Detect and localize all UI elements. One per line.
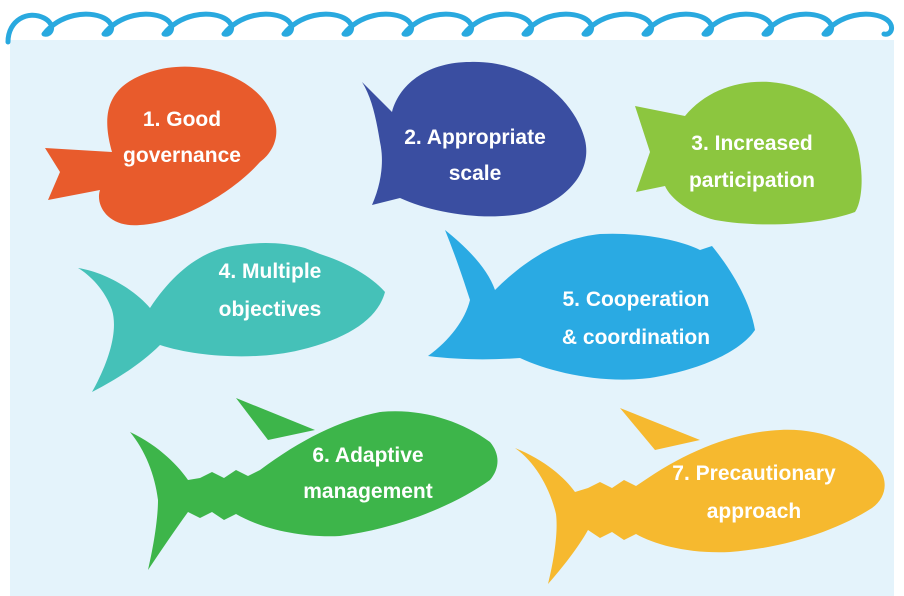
fish-body bbox=[515, 429, 885, 584]
fish-5-label-line-2: & coordination bbox=[562, 326, 710, 349]
wave-line bbox=[5, 11, 894, 45]
fish-5-cooperation-coordination: 5. Cooperation & coordination bbox=[428, 230, 755, 380]
fish-7-label-line-2: approach bbox=[707, 500, 802, 523]
fish-body bbox=[45, 66, 277, 226]
fish-6-label-line-2: management bbox=[303, 480, 433, 503]
dorsal-fin bbox=[236, 398, 315, 440]
fish-body bbox=[78, 243, 385, 392]
fish-body bbox=[635, 81, 862, 225]
fish-7-precautionary-approach: 7. Precautionary approach bbox=[515, 408, 885, 584]
fish-1-good-governance: 1. Good governance bbox=[45, 66, 277, 226]
fish-2-label-line-2: scale bbox=[449, 162, 502, 185]
fish-4-multiple-objectives: 4. Multiple objectives bbox=[78, 243, 385, 392]
fish-4-label-line-1: 4. Multiple bbox=[219, 260, 322, 283]
fish-3-label-line-2: participation bbox=[689, 169, 815, 192]
fish-1-label-line-1: 1. Good bbox=[143, 108, 221, 131]
fish-3-label-line-1: 3. Increased bbox=[691, 132, 812, 155]
fish-body bbox=[130, 411, 498, 570]
fish-6-adaptive-management: 6. Adaptive management bbox=[130, 398, 498, 570]
fish-3-increased-participation: 3. Increased participation bbox=[635, 81, 862, 225]
fish-6-label-line-1: 6. Adaptive bbox=[312, 444, 423, 467]
fish-7-label-line-1: 7. Precautionary bbox=[672, 462, 836, 485]
wave-border bbox=[5, 11, 894, 45]
fish-5-label-line-1: 5. Cooperation bbox=[562, 288, 709, 311]
fish-2-label-line-1: 2. Appropriate bbox=[404, 126, 546, 149]
dorsal-fin bbox=[620, 408, 700, 450]
fish-2-appropriate-scale: 2. Appropriate scale bbox=[362, 61, 587, 217]
fish-4-label-line-2: objectives bbox=[219, 298, 322, 321]
fish-body bbox=[428, 230, 755, 380]
fish-1-label-line-2: governance bbox=[123, 144, 241, 167]
fish-body bbox=[362, 61, 587, 217]
